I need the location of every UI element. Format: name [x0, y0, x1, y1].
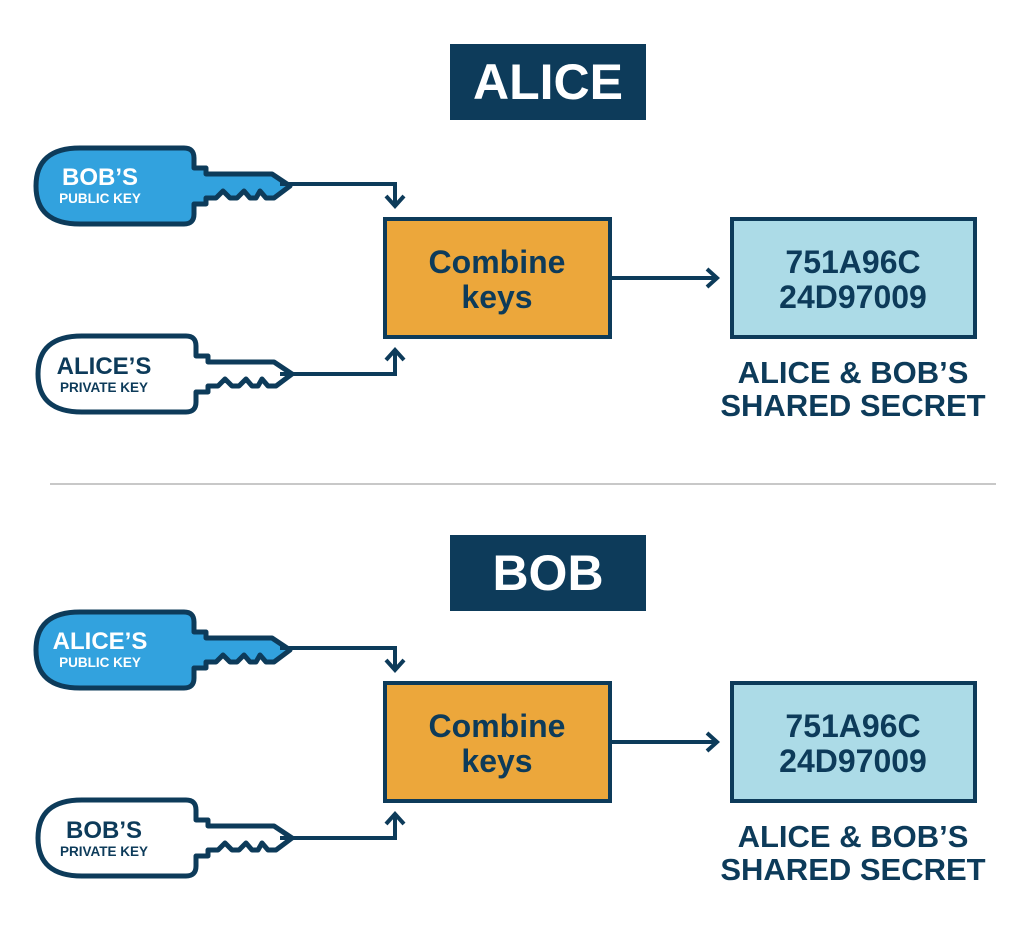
arrow-public-to-combine — [280, 646, 406, 673]
public-key-icon: ALICE’S PUBLIC KEY — [36, 612, 290, 688]
caption-line1: ALICE & BOB’S — [738, 355, 969, 390]
public-key-owner: BOB’S — [62, 164, 138, 191]
arrow-public-to-combine — [280, 182, 406, 209]
public-key-owner: ALICE’S — [53, 628, 148, 655]
panel-title: BOB — [492, 545, 603, 601]
title-box — [450, 44, 646, 120]
shared-secret-box — [730, 217, 977, 339]
private-key-owner: ALICE’S — [57, 353, 152, 380]
combine-keys-box — [383, 681, 612, 803]
private-key-icon: ALICE’S PRIVATE KEY — [38, 336, 292, 412]
combine-label-line2: keys — [461, 279, 532, 315]
title-box — [450, 535, 646, 611]
secret-value-line1: 751A96C — [785, 708, 920, 744]
panel-alice: ALICE BOB’S PUBLIC KEY ALICE’S PRIVATE K… — [36, 44, 986, 423]
private-key-owner: BOB’S — [66, 817, 142, 844]
caption-line2: SHARED SECRET — [720, 852, 985, 887]
public-key-label: PUBLIC KEY — [59, 191, 141, 206]
private-key-label: PRIVATE KEY — [60, 380, 148, 395]
secret-value-line2: 24D97009 — [779, 279, 927, 315]
caption-line1: ALICE & BOB’S — [738, 819, 969, 854]
combine-label-line2: keys — [461, 743, 532, 779]
shared-secret-box — [730, 681, 977, 803]
arrow-private-to-combine — [280, 347, 406, 376]
private-key-label: PRIVATE KEY — [60, 844, 148, 859]
secret-value-line1: 751A96C — [785, 244, 920, 280]
arrow-combine-to-secret — [612, 267, 720, 289]
combine-label-line1: Combine — [429, 708, 566, 744]
combine-label-line1: Combine — [429, 244, 566, 280]
public-key-label: PUBLIC KEY — [59, 655, 141, 670]
private-key-icon: BOB’S PRIVATE KEY — [38, 800, 292, 876]
caption-line2: SHARED SECRET — [720, 388, 985, 423]
secret-value-line2: 24D97009 — [779, 743, 927, 779]
arrow-private-to-combine — [280, 811, 406, 840]
public-key-icon: BOB’S PUBLIC KEY — [36, 148, 290, 224]
panel-bob: BOB ALICE’S PUBLIC KEY BOB’S PRIVATE KEY… — [36, 535, 986, 887]
arrow-combine-to-secret — [612, 731, 720, 753]
combine-keys-box — [383, 217, 612, 339]
panel-title: ALICE — [473, 54, 623, 110]
